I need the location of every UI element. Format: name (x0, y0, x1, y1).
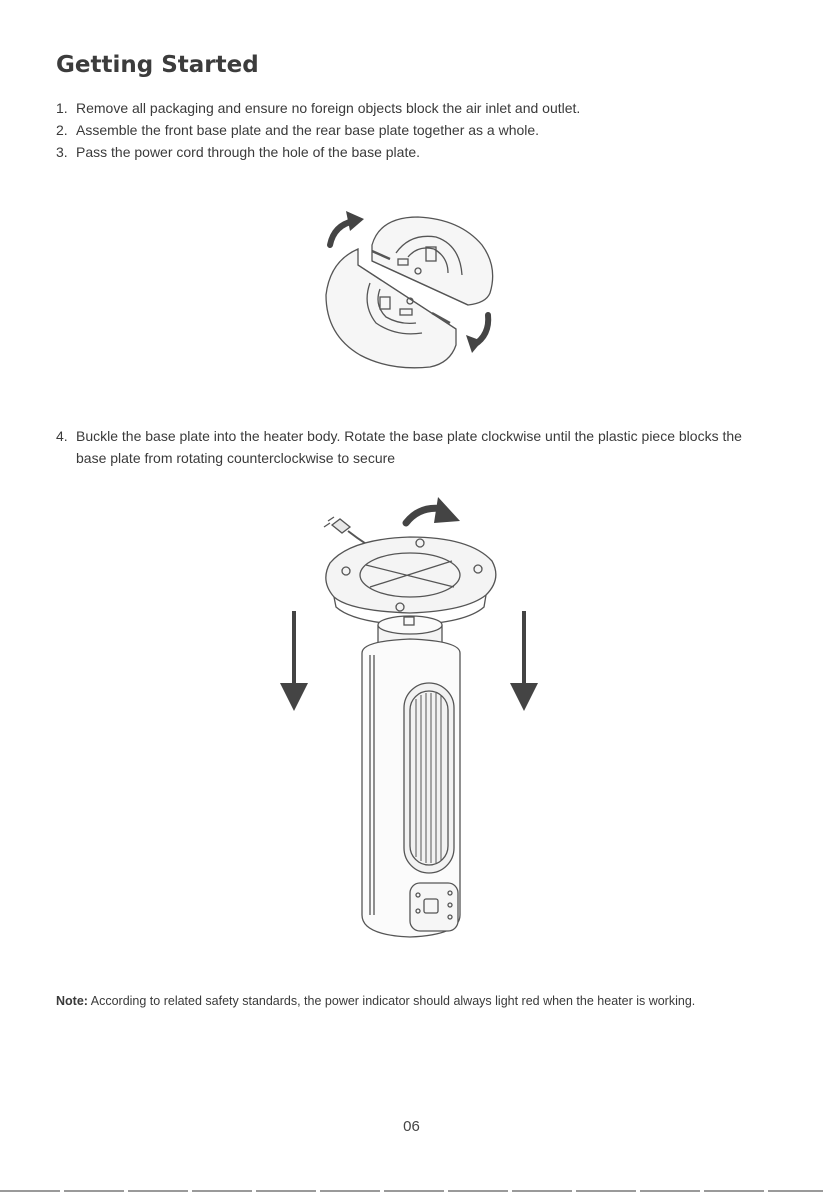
safety-note: Note: According to related safety standa… (56, 989, 771, 1014)
curved-arrow-icon (466, 312, 492, 353)
step-text: Pass the power cord through the hole of … (76, 144, 421, 160)
step-number: 2. (56, 122, 68, 138)
step-number: 4. (56, 428, 68, 444)
bottom-rule (0, 1190, 823, 1192)
curved-arrow-icon (402, 497, 460, 527)
step-text: Buckle the base plate into the heater bo… (76, 428, 742, 466)
note-label: Note: (56, 994, 88, 1008)
curved-arrow-icon (327, 211, 364, 248)
page-title: Getting Started (56, 52, 259, 78)
arrow-down-icon (280, 611, 308, 711)
arrow-down-icon (510, 611, 538, 711)
page-number: 06 (403, 1118, 420, 1135)
heater-mounting-illustration (280, 497, 538, 938)
base-plate-assembly-illustration (325, 211, 494, 369)
step-text: Remove all packaging and ensure no forei… (76, 100, 581, 116)
step-item: 2. Assemble the front base plate and the… (56, 119, 776, 141)
step-list-mounting: 4. Buckle the base plate into the heater… (56, 425, 776, 469)
step-item: 1. Remove all packaging and ensure no fo… (56, 97, 776, 119)
step-text: Assemble the front base plate and the re… (76, 122, 540, 138)
step-item: 3. Pass the power cord through the hole … (56, 141, 776, 163)
step-number: 1. (56, 100, 68, 116)
note-text: According to related safety standards, t… (90, 994, 696, 1008)
step-item: 4. Buckle the base plate into the heater… (56, 425, 776, 469)
step-number: 3. (56, 144, 68, 160)
step-list-assembly: 1. Remove all packaging and ensure no fo… (56, 97, 776, 163)
